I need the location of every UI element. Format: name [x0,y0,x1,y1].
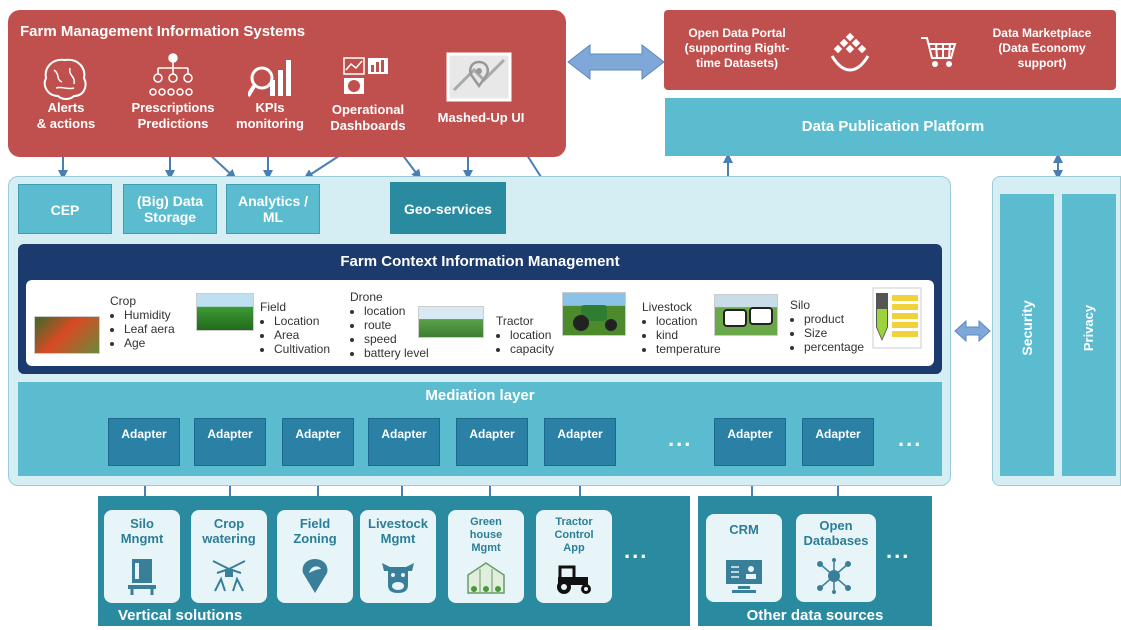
privacy-box: Privacy [1062,194,1116,476]
vertical-solutions-title: Vertical solutions [118,607,243,624]
vertical-item-silo[interactable]: Silo Mngmt [104,510,180,603]
drone-photo [418,306,484,338]
tractor-icon [557,565,591,594]
vertical-item-field-zoning[interactable]: Field Zoning [277,510,353,603]
data-publication-platform: Data Publication Platform [665,98,1121,156]
entity-crop: Crop HumidityLeaf aeraAge [110,294,175,350]
geo-services-box: Geo-services [390,182,506,234]
map-pin-icon [446,52,512,102]
mediation-layer-title: Mediation layer [425,387,535,404]
data-publication-label: Data Publication Platform [801,118,985,135]
other-item-open-databases[interactable]: Open Databases [796,514,876,602]
privacy-label: Privacy [1081,304,1096,352]
farm-context-panel: Farm Context Information Management [18,244,942,374]
open-data-portal-label: Open Data Portal (supporting Right- time… [684,26,790,70]
geo-services-label: Geo-services [404,201,492,217]
fmis-item-mashup: Mashed-Up UI [437,110,525,125]
farm-context-title: Farm Context Information Management [340,253,620,270]
other-item-crm[interactable]: CRM [706,514,782,602]
entity-drone: Drone locationroutespeedbattery level [350,290,429,360]
kpi-chart-icon [248,60,291,98]
open-data-panel: Open Data Portal (supporting Right- time… [664,10,1116,90]
fmis-item-alerts: Alerts & actions [36,100,96,131]
vertical-item-tractor[interactable]: Tractor Control App [536,510,612,603]
entity-livestock: Livestock locationkindtemperature [642,300,721,356]
other-ellipsis: ... [886,538,911,563]
location-leaf-icon [302,559,328,593]
silo-icon [128,559,156,595]
adapter-4: Adapter [368,418,440,466]
crm-monitor-icon [726,560,762,593]
hand-data-icon [830,32,870,72]
security-box: Security [1000,194,1054,476]
vertical-item-crop-watering[interactable]: Crop watering [191,510,267,603]
other-sources-title: Other data sources [746,607,884,624]
fmis-item-kpis: KPIs monitoring [236,100,304,131]
entity-tractor: Tractor locationcapacity [496,314,554,356]
data-marketplace-label: Data Marketplace (Data Economy support) [992,26,1092,70]
fmis-item-prescriptions: Prescriptions Predictions [131,100,215,131]
cep-box: CEP [18,184,112,234]
dashboard-icon [343,57,388,94]
crop-photo [34,316,100,354]
adapter-ellipsis-2: ... [898,426,923,451]
vertical-ellipsis: ... [624,538,649,563]
big-data-storage-box: (Big) Data Storage [123,184,217,234]
big-data-storage-label: (Big) Data Storage [136,193,204,225]
hierarchy-icon [149,53,193,96]
vertical-item-livestock[interactable]: Livestock Mgmt [360,510,436,603]
adapter-2: Adapter [194,418,266,466]
brain-icon [43,58,87,100]
analytics-ml-box: Analytics / ML [226,184,320,234]
adapter-8: Adapter [802,418,874,466]
livestock-photo [714,294,778,336]
silo-gauge-icon [872,287,922,349]
entity-field: Field LocationAreaCultivation [260,300,330,356]
field-photo [196,293,254,331]
fmis-panel: Farm Management Information Systems Aler… [8,10,566,157]
network-icon [817,558,851,594]
analytics-ml-label: Analytics / ML [237,193,309,225]
security-label: Security [1019,300,1035,356]
greenhouse-icon [467,562,505,594]
adapter-5: Adapter [456,418,528,466]
sprinkler-icon [212,560,246,592]
fmis-item-dashboards: Operational Dashboards [330,102,406,133]
cow-icon [382,563,414,593]
adapter-7: Adapter [714,418,786,466]
entity-silo: Silo productSizepercentage [790,298,864,354]
cart-icon [921,37,957,67]
fmis-title: Farm Management Information Systems [20,23,306,40]
cep-label: CEP [50,202,80,218]
adapter-ellipsis-1: ... [668,426,693,451]
adapter-3: Adapter [282,418,354,466]
adapter-1: Adapter [108,418,180,466]
tractor-photo [562,292,626,336]
adapter-6: Adapter [544,418,616,466]
vertical-item-greenhouse[interactable]: Green house Mgmt [448,510,524,603]
